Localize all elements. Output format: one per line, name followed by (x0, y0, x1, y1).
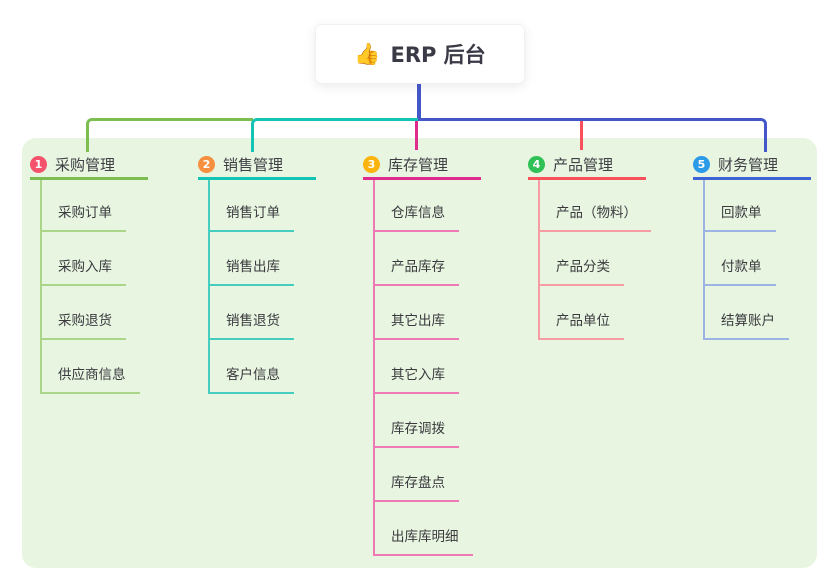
child-node[interactable]: 其它出库 (373, 306, 459, 340)
child-label: 付款单 (721, 259, 762, 275)
child-label: 供应商信息 (58, 367, 126, 383)
root-title: ERP 后台 (390, 43, 486, 67)
branch-trunk-line (703, 180, 705, 338)
child-label: 销售订单 (226, 205, 280, 221)
connector-finance-elbow (418, 118, 767, 152)
branch: 4 产品管理 产品（物料） 产品分类 产品单位 (528, 152, 678, 340)
child-label: 库存盘点 (391, 475, 445, 491)
branch: 2 销售管理 销售订单 销售出库 销售退货 客户信息 (198, 152, 348, 394)
connector-sales-elbow (251, 118, 421, 152)
child-label: 产品（物料） (556, 205, 637, 221)
child-label: 客户信息 (226, 367, 280, 383)
child-label: 其它出库 (391, 313, 445, 329)
child-label: 库存调拨 (391, 421, 445, 437)
child-node[interactable]: 出库库明细 (373, 522, 473, 556)
branch-label: 销售管理 (223, 156, 284, 174)
branch-topic[interactable]: 5 财务管理 (693, 152, 811, 180)
child-node[interactable]: 产品单位 (538, 306, 624, 340)
child-label: 产品库存 (391, 259, 445, 275)
branch: 5 财务管理 回款单 付款单 结算账户 (693, 152, 839, 340)
child-label: 其它入库 (391, 367, 445, 383)
child-node[interactable]: 采购订单 (40, 198, 126, 232)
branch-trunk-line (208, 180, 210, 392)
branch-topic[interactable]: 4 产品管理 (528, 152, 646, 180)
child-node[interactable]: 付款单 (703, 252, 776, 286)
child-node[interactable]: 产品库存 (373, 252, 459, 286)
child-node[interactable]: 结算账户 (703, 306, 789, 340)
thumbs-up-icon: 👍 (354, 41, 381, 66)
child-label: 采购入库 (58, 259, 112, 275)
child-label: 产品分类 (556, 259, 610, 275)
branch-label: 财务管理 (718, 156, 779, 174)
branch-label: 采购管理 (55, 156, 116, 174)
child-node[interactable]: 客户信息 (208, 360, 294, 394)
child-node[interactable]: 库存调拨 (373, 414, 459, 448)
branch: 1 采购管理 采购订单 采购入库 采购退货 供应商信息 (30, 152, 180, 394)
child-node[interactable]: 销售退货 (208, 306, 294, 340)
child-label: 采购订单 (58, 205, 112, 221)
child-label: 产品单位 (556, 313, 610, 329)
child-label: 销售出库 (226, 259, 280, 275)
root-node[interactable]: 👍 ERP 后台 (315, 24, 525, 84)
branch-trunk-line (40, 180, 42, 392)
connector-products-drop (580, 121, 583, 150)
child-label: 销售退货 (226, 313, 280, 329)
branch-number-badge: 2 (198, 156, 215, 173)
child-label: 采购退货 (58, 313, 112, 329)
connector-root-drop (417, 82, 421, 118)
child-node[interactable]: 库存盘点 (373, 468, 459, 502)
connector-purchase-elbow (86, 118, 253, 152)
child-node[interactable]: 仓库信息 (373, 198, 459, 232)
child-node[interactable]: 供应商信息 (40, 360, 140, 394)
branch-number-badge: 3 (363, 156, 380, 173)
child-label: 仓库信息 (391, 205, 445, 221)
branch-label: 产品管理 (553, 156, 614, 174)
child-node[interactable]: 采购退货 (40, 306, 126, 340)
branch-trunk-line (538, 180, 540, 338)
connector-inventory-drop (415, 121, 418, 150)
branch-topic[interactable]: 3 库存管理 (363, 152, 481, 180)
child-node[interactable]: 采购入库 (40, 252, 126, 286)
branch-topic[interactable]: 2 销售管理 (198, 152, 316, 180)
branch-topic[interactable]: 1 采购管理 (30, 152, 148, 180)
child-node[interactable]: 其它入库 (373, 360, 459, 394)
child-node[interactable]: 销售出库 (208, 252, 294, 286)
child-node[interactable]: 产品分类 (538, 252, 624, 286)
child-node[interactable]: 回款单 (703, 198, 776, 232)
branch-label: 库存管理 (388, 156, 449, 174)
branch-trunk-line (373, 180, 375, 554)
branches-panel (22, 138, 817, 568)
branch-number-badge: 1 (30, 156, 47, 173)
child-node[interactable]: 销售订单 (208, 198, 294, 232)
branch-number-badge: 4 (528, 156, 545, 173)
child-node[interactable]: 产品（物料） (538, 198, 651, 232)
branch-number-badge: 5 (693, 156, 710, 173)
child-label: 结算账户 (721, 313, 775, 329)
child-label: 出库库明细 (391, 529, 459, 545)
child-label: 回款单 (721, 205, 762, 221)
branch: 3 库存管理 仓库信息 产品库存 其它出库 其它入库 库存调拨 库存盘点 出库库… (363, 152, 513, 556)
